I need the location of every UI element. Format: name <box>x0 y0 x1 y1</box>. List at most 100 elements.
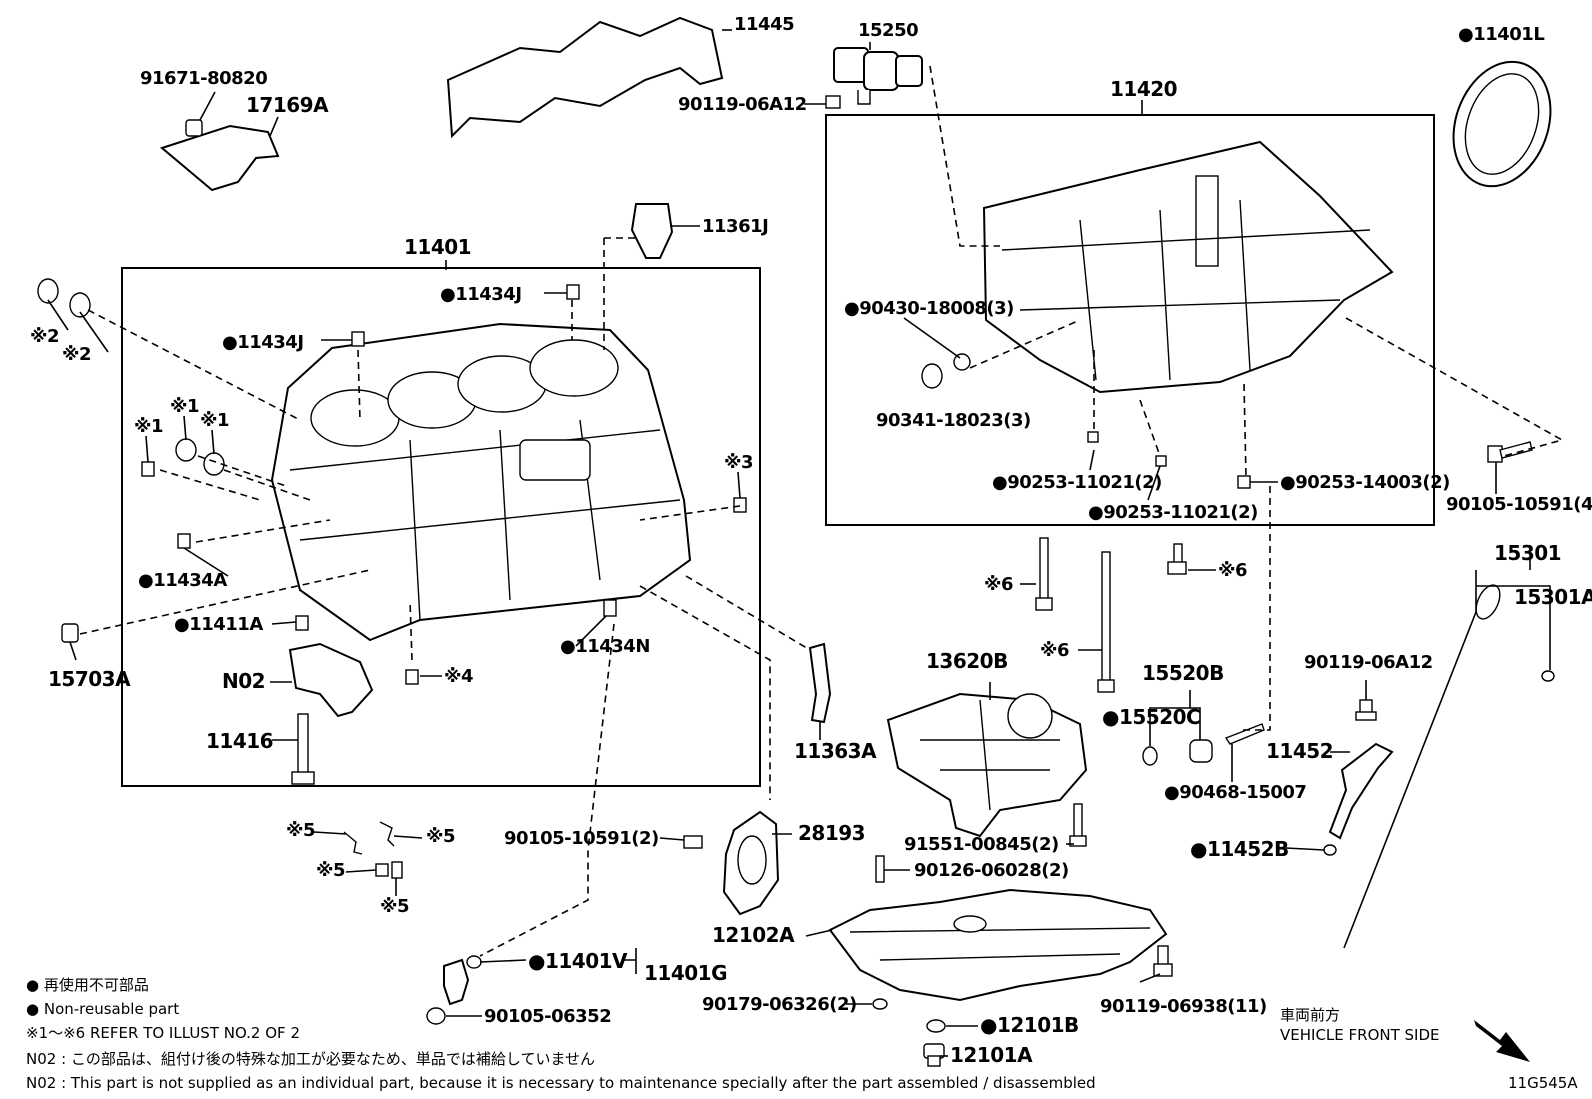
label-11416: 11416 <box>206 729 273 753</box>
bolt-11416-shape <box>291 713 315 785</box>
bolt-91671-shape <box>185 119 203 137</box>
dowel-11434j-a-shape <box>566 284 580 300</box>
label-91551-00845: 91551-00845(2) <box>904 834 1059 855</box>
ref-mark-6a: ※6 <box>984 574 1013 595</box>
gasket-11361j-shape <box>630 203 674 259</box>
oil-dipstick-shape <box>1343 584 1501 949</box>
vehicle-front-jp: 車両前方 <box>1280 1006 1340 1024</box>
bolt-90105-10591-2-shape <box>683 835 703 849</box>
bolt-6a-shape <box>1035 537 1053 611</box>
label-11401L: ●11401L <box>1458 24 1544 45</box>
label-11434A: ●11434A <box>138 570 227 591</box>
label-15250: 15250 <box>858 20 918 41</box>
dowel-90253-14003-shape <box>1237 475 1251 489</box>
label-12101A: 12101A <box>950 1043 1033 1067</box>
label-11401G: 11401G <box>644 961 727 985</box>
bolt-90105-10591-4-shape <box>1487 441 1533 463</box>
leader-lines <box>47 29 1551 1057</box>
label-15520C: ●15520C <box>1102 705 1200 729</box>
ref-mark-3: ※3 <box>724 452 753 473</box>
ref-mark-4: ※4 <box>444 666 473 687</box>
bolt-90119-06a12-top-shape <box>825 95 841 109</box>
relief-valve-body-shape <box>1189 739 1213 763</box>
label-90105-06352: 90105-06352 <box>484 1006 611 1027</box>
dowel-11434j-b-shape <box>351 331 365 347</box>
ref-mark-2a: ※2 <box>30 326 59 347</box>
label-11401V: ●11401V <box>528 949 628 973</box>
vehicle-front-arrow-icon <box>1474 1020 1530 1062</box>
dowel-4-shape <box>405 669 419 685</box>
label-90253-11021-b: ●90253-11021(2) <box>1088 502 1258 523</box>
label-90253-11021-a: ●90253-11021(2) <box>992 472 1162 493</box>
diagram-id: 11G545A <box>1508 1074 1578 1092</box>
crankcase-shape <box>982 140 1394 394</box>
label-11434J-a: ●11434J <box>440 284 522 305</box>
bolt-6c-shape <box>1167 543 1187 575</box>
dowel-11434n-shape <box>603 599 617 617</box>
label-12101B: ●12101B <box>980 1013 1079 1037</box>
dowel-11434a-shape <box>177 533 191 549</box>
nut-90179-shape <box>872 998 888 1010</box>
pin-90468-shape <box>1224 723 1265 745</box>
oil-pump-shape <box>886 692 1088 838</box>
ref-mark-1c: ※1 <box>200 410 229 431</box>
label-15301: 15301 <box>1494 541 1561 565</box>
label-90119-06A12-right: 90119-06A12 <box>1304 652 1433 673</box>
plug-90430-shape <box>953 353 971 371</box>
plug-15703a-shape <box>61 623 79 643</box>
ref-mark-5c: ※5 <box>316 860 345 881</box>
oil-control-valve-shape <box>833 47 923 105</box>
relief-valve-15520c-shape <box>1142 746 1158 766</box>
clip-5b-shape <box>379 821 395 847</box>
label-90341-18023: 90341-18023(3) <box>876 410 1031 431</box>
oil-pan-shape <box>828 888 1168 1002</box>
label-90253-14003: ●90253-14003(2) <box>1280 472 1450 493</box>
label-N02: N02 <box>222 669 265 693</box>
pin-1a-shape <box>141 461 155 477</box>
dowel-90253-b-shape <box>1155 455 1167 467</box>
label-17169A: 17169A <box>246 93 329 117</box>
label-11452B: ●11452B <box>1190 837 1289 861</box>
label-15520B: 15520B <box>1142 661 1224 685</box>
clip-5c-shape <box>375 863 389 877</box>
ref-mark-6c: ※6 <box>1218 560 1247 581</box>
dashed-reference-lines <box>79 65 1565 957</box>
union-11401g-shape <box>443 958 470 1006</box>
seal-11363a-shape <box>808 642 832 724</box>
seal-ring-2b-shape <box>69 292 91 318</box>
label-12102A: 12102A <box>712 923 795 947</box>
label-11434N: ●11434N <box>560 636 650 657</box>
bolt-90105-06352-shape <box>426 1007 446 1025</box>
label-90119-06A12-top: 90119-06A12 <box>678 94 807 115</box>
label-90126-06028: 90126-06028(2) <box>914 860 1069 881</box>
label-15703A: 15703A <box>48 667 131 691</box>
clip-5d-shape <box>391 861 403 879</box>
seal-ring-2a-shape <box>37 278 59 304</box>
label-11363A: 11363A <box>794 739 877 763</box>
legend-refer-illust: ※1～※6 REFER TO ILLUST NO.2 OF 2 <box>26 1024 300 1042</box>
label-11445: 11445 <box>734 14 794 35</box>
label-11452: 11452 <box>1266 739 1333 763</box>
bracket-17169a-shape <box>159 124 280 192</box>
label-11401: 11401 <box>404 235 471 259</box>
oring-11452b-shape <box>1323 844 1337 856</box>
bolt-90119-06938-shape <box>1153 945 1173 977</box>
stud-90126-shape <box>875 855 885 883</box>
cylinder-block-group-box <box>121 267 761 787</box>
label-90430-18008: ●90430-18008(3) <box>844 298 1014 319</box>
bolt-90119-06a12-r-shape <box>1355 699 1377 721</box>
label-90119-06938: 90119-06938(11) <box>1100 996 1267 1017</box>
bolt-6b-shape <box>1097 551 1115 693</box>
pin-3-shape <box>733 497 747 513</box>
crankcase-group-box <box>825 114 1435 526</box>
label-90468-15007: ●90468-15007 <box>1164 782 1306 803</box>
cylinder-block-shape <box>270 322 692 642</box>
label-90105-10591-2: 90105-10591(2) <box>504 828 659 849</box>
label-13620B: 13620B <box>926 649 1008 673</box>
legend-non-reusable-en: ● Non-reusable part <box>26 1000 179 1018</box>
ref-mark-5d: ※5 <box>380 896 409 917</box>
label-28193: 28193 <box>798 821 865 845</box>
dowel-11411a-shape <box>295 615 309 631</box>
